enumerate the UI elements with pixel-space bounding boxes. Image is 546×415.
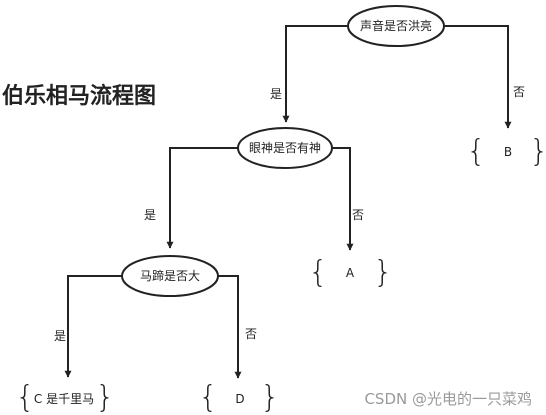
edges [64, 25, 512, 379]
leaf-d-open-brace: { [198, 380, 217, 415]
leaf-c-close-brace: } [95, 380, 114, 415]
edge-hoof-yes [64, 275, 122, 378]
edge-label-voice-no: 否 [513, 85, 525, 99]
edge-voice-no [444, 25, 512, 129]
decision-node-voice: 声音是否洪亮 [347, 5, 445, 47]
decision-node-eyes: 眼神是否有神 [237, 127, 333, 169]
leaf-c-open-brace: { [15, 380, 34, 415]
leaf-b-label: B [504, 145, 512, 159]
edge-label-voice-yes: 是 [270, 87, 282, 101]
edge-label-eyes-yes: 是 [144, 208, 156, 222]
edge-eyes-yes [166, 147, 238, 249]
leaf-d: { D } [198, 380, 279, 415]
node-label-hoof: 马蹄是否大 [140, 268, 200, 283]
diagram-title: 伯乐相马流程图 [2, 84, 157, 109]
leaf-a-open-brace: { [308, 255, 327, 290]
edge-label-eyes-no: 否 [352, 208, 364, 222]
leaf-a-close-brace: } [373, 255, 392, 290]
edge-label-hoof-yes: 是 [54, 329, 66, 343]
leaf-b-close-brace: } [529, 134, 546, 169]
edge-hoof-no [218, 275, 242, 379]
leaf-c-label: C 是千里马 [34, 392, 94, 406]
edge-label-hoof-no: 否 [245, 327, 257, 341]
leaf-c: { C 是千里马 } [15, 380, 114, 415]
edge-eyes-no [332, 147, 354, 251]
edge-voice-yes [282, 25, 348, 123]
leaf-b: { B } [466, 134, 546, 169]
node-label-voice: 声音是否洪亮 [360, 18, 432, 33]
node-label-eyes: 眼神是否有神 [249, 141, 321, 155]
leaf-b-open-brace: { [466, 134, 485, 169]
leaf-a: { A } [308, 255, 392, 290]
leaf-a-label: A [346, 266, 355, 280]
decision-node-hoof: 马蹄是否大 [121, 255, 219, 297]
watermark: CSDN @光电的一只菜鸡 [364, 390, 532, 408]
leaf-d-label: D [235, 392, 244, 406]
leaf-d-close-brace: } [260, 380, 279, 415]
